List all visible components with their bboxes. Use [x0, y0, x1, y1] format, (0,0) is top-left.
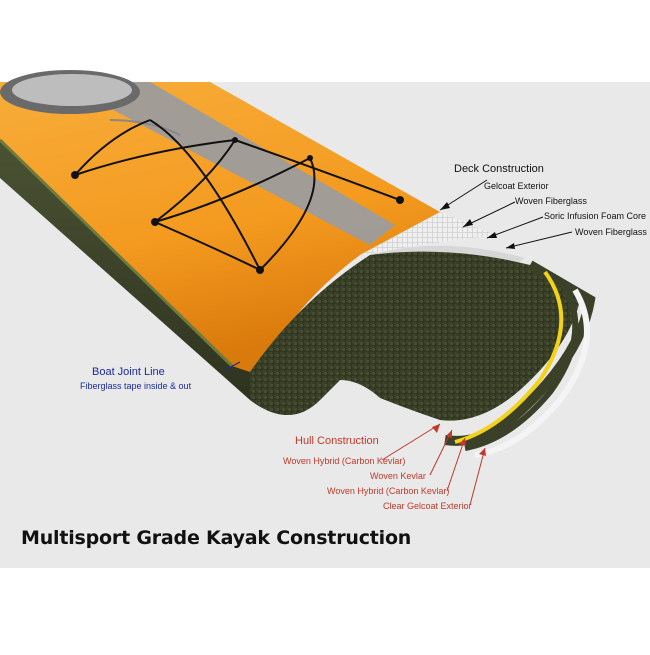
joint-line-title: Boat Joint Line [92, 366, 165, 378]
hull-leaders [381, 423, 486, 506]
deck-layer-foam [360, 212, 495, 255]
hull-layer-label: Clear Gelcoat Exterior [383, 501, 472, 511]
diagram-caption: Multisport Grade Kayak Construction [21, 527, 412, 549]
deck-bungee [74, 119, 401, 271]
deck-layer-label: Gelcoat Exterior [484, 181, 549, 191]
hull-section-stripes [444, 260, 596, 458]
deck-construction-title: Deck Construction [454, 163, 544, 175]
hull-layer-label: Woven Hybrid (Carbon Kevlar) [283, 456, 406, 466]
hull-layer-label: Woven Kevlar [370, 471, 426, 481]
hull-layer-label: Woven Hybrid (Carbon Kevlar) [327, 486, 450, 496]
joint-line-subtitle: Fiberglass tape inside & out [80, 381, 192, 391]
deck-layer-label: Soric Infusion Foam Core [544, 211, 647, 221]
hull-section-weave [250, 251, 580, 421]
deck-layer-label: Woven Fiberglass [515, 196, 587, 206]
joint-line [0, 138, 234, 368]
hull-construction-title: Hull Construction [295, 435, 379, 447]
deck-body [0, 82, 440, 372]
deck-layer-label: Woven Fiberglass [575, 227, 647, 237]
joint-leader [224, 361, 241, 371]
